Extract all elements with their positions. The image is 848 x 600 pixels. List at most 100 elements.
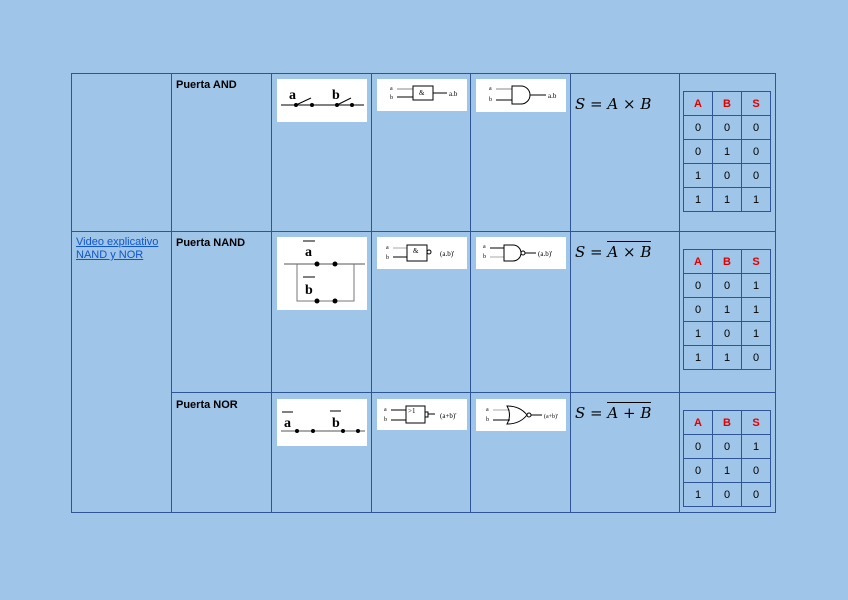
svg-text:a: a (384, 407, 387, 413)
truth-table-cell: 0 (683, 115, 713, 140)
truth-table-cell: 1 (683, 482, 713, 507)
svg-text:>1: >1 (408, 407, 416, 415)
truth-table-cell: 1 (741, 297, 771, 322)
truth-table-cell: 0 (712, 115, 742, 140)
truth-table-cell: 1 (683, 345, 713, 370)
svg-text:b: b (486, 417, 489, 423)
divider (171, 73, 172, 513)
gate-name-and: Puerta AND (176, 79, 237, 91)
truth-table-cell: A (683, 410, 713, 435)
truth-table-cell: 0 (741, 458, 771, 483)
svg-text:a: a (386, 245, 389, 251)
svg-text:b: b (332, 416, 340, 431)
nand-block-symbol: ab & (a.b)' (377, 237, 467, 269)
truth-table-cell: S (741, 91, 771, 116)
svg-text:a: a (305, 245, 312, 260)
truth-table-cell: 0 (683, 297, 713, 322)
truth-table-cell: 0 (741, 139, 771, 164)
svg-text:b: b (489, 97, 492, 103)
truth-table-cell: 1 (683, 187, 713, 212)
truth-table-cell: 1 (683, 321, 713, 346)
svg-text:a: a (289, 88, 296, 103)
svg-text:a: a (483, 244, 486, 250)
and-gate-symbol: ab a.b (476, 79, 566, 112)
svg-text:(a.b)': (a.b)' (538, 250, 552, 258)
gates-table (71, 73, 776, 513)
truth-table-cell: 1 (741, 434, 771, 459)
svg-text:a: a (489, 86, 492, 92)
divider (271, 73, 272, 513)
truth-table-cell: 1 (683, 163, 713, 188)
svg-text:b: b (483, 254, 486, 260)
nor-formula: S = A + B (575, 402, 652, 422)
divider (470, 73, 471, 513)
svg-text:b: b (384, 417, 387, 423)
svg-text:a.b: a.b (548, 92, 557, 100)
truth-table-cell: 1 (741, 273, 771, 298)
truth-table-cell: 0 (683, 273, 713, 298)
divider (71, 231, 776, 232)
nand-formula: S = A × B (575, 241, 652, 261)
svg-text:b: b (305, 283, 313, 298)
truth-table-cell: 0 (741, 163, 771, 188)
truth-table-cell: B (712, 410, 742, 435)
svg-text:(a+b)': (a+b)' (544, 413, 558, 420)
svg-text:(a+b)': (a+b)' (440, 412, 456, 420)
nand-gate-symbol: ab (a.b)' (476, 237, 566, 269)
truth-table-cell: 1 (712, 297, 742, 322)
nor-block-symbol: ab >1 (a+b)' (377, 399, 467, 430)
svg-text:a: a (390, 86, 393, 92)
truth-table-cell: S (741, 249, 771, 274)
truth-table-cell: S (741, 410, 771, 435)
and-formula: S = A × B (575, 95, 652, 113)
video-link[interactable]: Video explicativo NAND y NOR (76, 236, 159, 261)
svg-text:b: b (332, 88, 340, 103)
gate-name-nand: Puerta NAND (176, 237, 246, 249)
truth-table-cell: 0 (712, 321, 742, 346)
svg-text:&: & (413, 247, 419, 255)
truth-table-cell: 0 (683, 139, 713, 164)
svg-text:a: a (284, 416, 291, 431)
svg-text:(a.b)': (a.b)' (440, 250, 454, 258)
svg-text:b: b (386, 255, 389, 261)
nor-switch-diagram: a b (277, 399, 367, 446)
truth-table-cell: B (712, 249, 742, 274)
truth-table-cell: 1 (741, 187, 771, 212)
truth-table-cell: 0 (712, 273, 742, 298)
divider (570, 73, 571, 513)
truth-table-cell: 1 (741, 321, 771, 346)
svg-text:b: b (390, 95, 393, 101)
truth-table-cell: 0 (683, 434, 713, 459)
truth-table-cell: 0 (712, 163, 742, 188)
and-switch-diagram: a b (277, 79, 367, 122)
nor-gate-symbol: ab (a+b)' (476, 399, 566, 431)
svg-text:&: & (419, 89, 425, 97)
truth-table-cell: 0 (683, 458, 713, 483)
truth-table-cell: 0 (741, 345, 771, 370)
truth-table-cell: 1 (712, 458, 742, 483)
truth-table-cell: 1 (712, 139, 742, 164)
nand-switch-diagram: a b (277, 237, 367, 310)
truth-table-cell: 1 (712, 345, 742, 370)
and-block-symbol: ab & a.b (377, 79, 467, 111)
truth-table-cell: 0 (741, 115, 771, 140)
truth-table-cell: B (712, 91, 742, 116)
truth-table-cell: 0 (712, 482, 742, 507)
gate-name-nor: Puerta NOR (176, 399, 238, 411)
